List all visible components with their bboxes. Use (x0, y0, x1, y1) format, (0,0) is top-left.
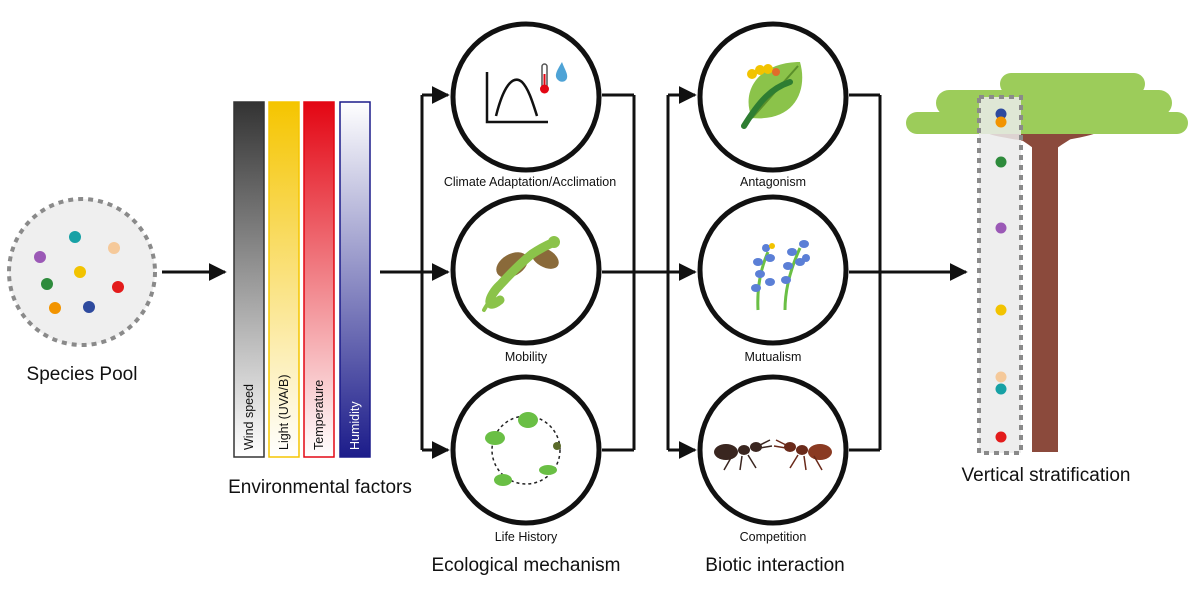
mechanism-label-mobility: Mobility (505, 350, 548, 364)
ants-icon (714, 439, 832, 471)
species-dot (108, 242, 120, 254)
biotic-mutualism (697, 194, 849, 346)
species-pool-dots (34, 231, 124, 314)
tree-branches (975, 115, 1113, 167)
bar-label-light: Light (UVA/B) (277, 375, 291, 451)
vertical-stratification-label: Vertical stratification (962, 465, 1131, 486)
biotic-label-antagonism: Antagonism (740, 175, 806, 189)
bar-humidity (339, 101, 371, 458)
thermometer-icon (540, 63, 549, 94)
bar-label-temperature: Temperature (312, 380, 326, 450)
species-dot (49, 302, 61, 314)
stratification-frame (977, 95, 1023, 455)
species-dot (83, 301, 95, 313)
species-pool-label: Species Pool (27, 364, 138, 385)
stratification-dots (995, 108, 1007, 443)
species-dot (74, 266, 86, 278)
tree-illustration (906, 73, 1188, 455)
mechanism-life-history (450, 374, 602, 526)
species-pool (7, 197, 157, 347)
biotic-label-mutualism: Mutualism (745, 350, 802, 364)
mechanism-mobility (450, 194, 602, 346)
biotic-interaction-label: Biotic interaction (705, 555, 844, 576)
connector-factors-to-mechanism (380, 86, 450, 459)
tree-trunk (1032, 118, 1058, 452)
water-drop-icon (555, 62, 568, 82)
ecological-mechanism-label: Ecological mechanism (431, 555, 620, 576)
mechanism-label-climate: Climate Adaptation/Acclimation (444, 175, 616, 189)
stratification-dot (995, 156, 1007, 168)
biotic-antagonism (697, 21, 849, 173)
environmental-factors-label: Environmental factors (228, 477, 412, 498)
species-dot (34, 251, 46, 263)
stratification-dot (995, 371, 1007, 383)
bar-light (268, 101, 300, 458)
species-dot (41, 278, 53, 290)
stratification-dot (995, 383, 1007, 395)
stratification-dot (995, 222, 1007, 234)
stratification-dot (995, 304, 1007, 316)
bar-label-humidity: Humidity (348, 401, 362, 450)
stratification-dot (995, 116, 1007, 128)
frog-life-cycle-icon (485, 412, 561, 486)
stratification-column (979, 97, 1021, 453)
bar-temperature (303, 101, 335, 458)
bar-wind-speed (233, 101, 265, 458)
caterpillar-leaf-icon (741, 62, 803, 129)
tree-canopy (906, 73, 1188, 134)
stratification-dot (995, 108, 1007, 120)
mechanism-label-life-history: Life History (495, 530, 558, 544)
species-dot (69, 231, 81, 243)
connector-mechanism-to-biotic (602, 86, 697, 459)
bar-label-wind-speed: Wind speed (242, 384, 256, 450)
biotic-competition (697, 374, 849, 526)
factor-bars: Wind speed Light (UVA/B) Temperature Hum… (233, 101, 371, 458)
species-dot (112, 281, 124, 293)
biotic-label-competition: Competition (740, 530, 807, 544)
connector-biotic-to-stratification (849, 93, 968, 452)
lizard-icon (482, 236, 560, 312)
stratification-dot (995, 431, 1007, 443)
mechanism-climate (450, 21, 602, 173)
thermal-curve-icon (485, 72, 548, 124)
pollinator-flower-icon (751, 240, 810, 311)
